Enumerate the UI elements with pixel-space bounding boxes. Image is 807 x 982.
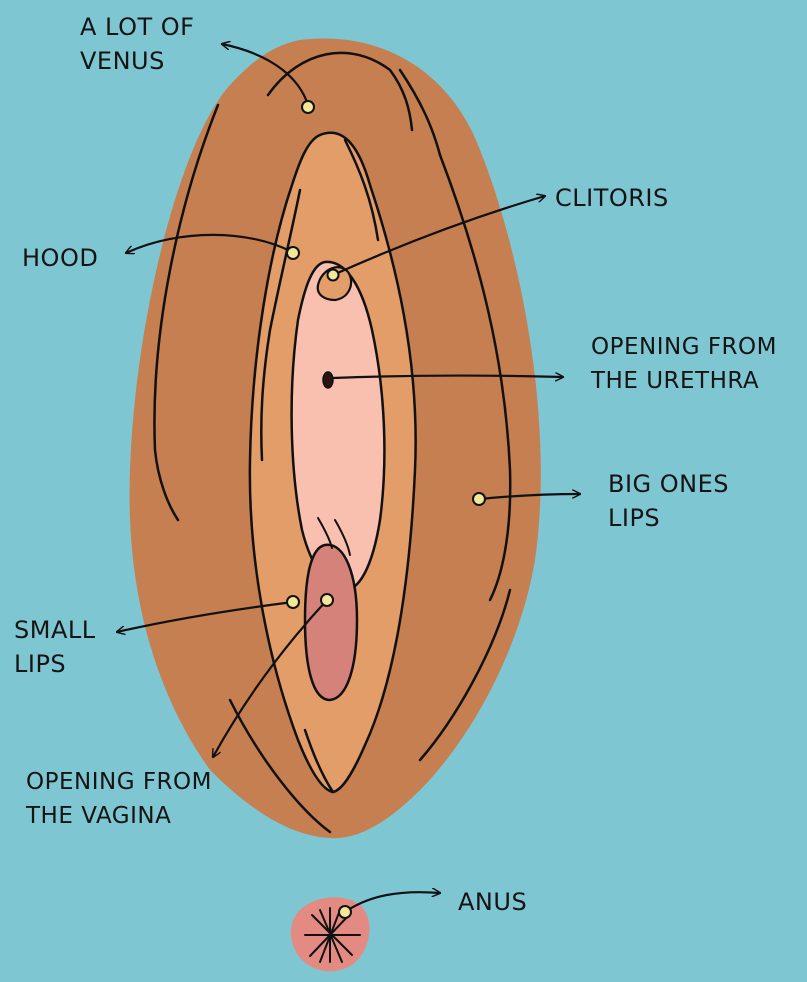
label-clitoris: CLITORIS — [555, 181, 669, 215]
label-big-lips-line-2: LIPS — [608, 501, 729, 535]
label-small-lips-line-2: LIPS — [14, 647, 96, 681]
dot-small-lips — [287, 596, 299, 608]
label-vagina-line-2: THE VAGINA — [26, 799, 212, 833]
label-vagina-line-1: OPENING FROM — [26, 765, 212, 799]
label-vagina: OPENING FROM THE VAGINA — [26, 765, 212, 833]
label-big-lips-line-1: BIG ONES — [608, 467, 729, 501]
label-anus: ANUS — [458, 885, 527, 919]
label-big-lips: BIG ONES LIPS — [608, 467, 729, 535]
label-small-lips-line-1: SMALL — [14, 613, 96, 647]
urethral-opening — [323, 372, 333, 388]
label-clitoris-line-1: CLITORIS — [555, 181, 669, 215]
label-urethra-line-1: OPENING FROM — [591, 330, 777, 364]
label-venus-line-2: VENUS — [80, 44, 194, 78]
dot-venus — [302, 101, 314, 113]
dot-vagina — [321, 594, 333, 606]
label-hood: HOOD — [22, 241, 98, 275]
dot-big-lips — [473, 493, 485, 505]
label-anus-line-1: ANUS — [458, 885, 527, 919]
label-urethra: OPENING FROM THE URETHRA — [591, 330, 777, 398]
vaginal-opening-shape — [305, 545, 357, 700]
label-venus: A LOT OF VENUS — [80, 10, 194, 78]
dot-clitoris — [328, 270, 339, 281]
dot-hood — [287, 247, 299, 259]
label-venus-line-1: A LOT OF — [80, 10, 194, 44]
label-small-lips: SMALL LIPS — [14, 613, 96, 681]
dot-anus — [339, 906, 351, 918]
label-urethra-line-2: THE URETHRA — [591, 364, 777, 398]
label-hood-line-1: HOOD — [22, 241, 98, 275]
